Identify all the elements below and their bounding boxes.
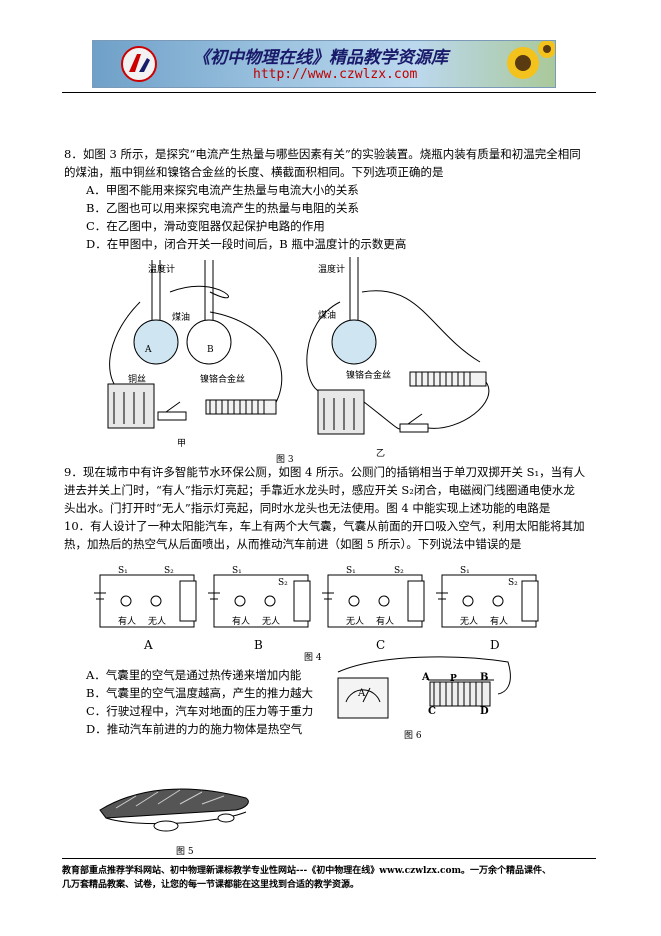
fig6-meter-label: A (358, 688, 366, 699)
q10-line2: 热，加热后的热空气从后面喷出，从而推动汽车前进（如图 5 所示）。下列说法中错误… (64, 537, 522, 551)
q8-option-d: D．在甲图中，闭合开关一段时间后，B 瓶中温度计的示数更高 (86, 237, 407, 251)
circuit-a-s2: S₂ (164, 566, 174, 576)
fig3-bottle-b: B (207, 345, 214, 355)
circuit-b-s1: S₁ (232, 566, 242, 576)
footer-line2: 几万套精品教案、试卷，让您的每一节课都能在这里找到合适的教学资源。 (62, 880, 360, 890)
circuit-c-s2: S₂ (394, 566, 404, 576)
circuit-a-lamp2: 无人 (148, 617, 167, 627)
figure-5-solar-car-icon (99, 788, 249, 832)
circuit-c-s1: S₁ (346, 566, 356, 576)
fig3-left-label: 甲 (177, 439, 187, 449)
figure-6-diagram (337, 656, 511, 719)
q9-line3: 头出水。门打开时“无人”指示灯亮起，同时水龙头也无法使用。图 4 中能实现上述功… (64, 501, 551, 515)
circuit-d-s1: S₁ (460, 566, 470, 576)
circuit-a-label: A (144, 638, 153, 652)
banner-url[interactable]: http://www.czwlzx.com (253, 67, 418, 82)
q8-option-a: A．甲图不能用来探究电流产生热量与电流大小的关系 (86, 183, 359, 197)
fig6-terminal-a: A (422, 672, 430, 683)
fig3-right-label: 乙 (376, 449, 386, 459)
q8-option-c: C．在乙图中，滑动变阻器仅起保护电路的作用 (86, 219, 325, 233)
fig3-copper-label: 铜丝 (128, 375, 147, 385)
fig3-bottle-a: A (145, 345, 152, 355)
q10-line1: 10．有人设计了一种太阳能汽车，车上有两个大气囊，气囊从前面的开口吸入空气，利用… (64, 519, 585, 533)
fig3-thermometer-label-right: 温度计 (318, 265, 346, 275)
footer-rule (62, 858, 596, 859)
fig3-nichrome-label-left: 镍铬合金丝 (200, 375, 246, 385)
circuit-c-label: C (376, 638, 386, 652)
fig5-caption: 图 5 (176, 847, 194, 857)
fig4-caption: 图 4 (304, 653, 322, 663)
fig6-slider: P (450, 674, 457, 684)
fig3-caption: 图 3 (276, 455, 294, 465)
footer-line1: 教育部重点推荐学科网站、初中物理新课标教学专业性网站---《初中物理在线》www… (62, 866, 552, 876)
circuit-b-label: B (254, 638, 263, 652)
q10-option-b: B．气囊里的空气温度越高，产生的推力越大 (86, 686, 313, 700)
sunflower-icon (507, 41, 555, 79)
circuit-d-s2: S₂ (508, 578, 518, 588)
circuit-d-lamp2: 有人 (490, 617, 509, 627)
circuit-c-lamp2: 有人 (376, 617, 395, 627)
circuit-b-lamp1: 有人 (232, 617, 251, 627)
fig6-terminal-c: C (428, 706, 436, 717)
q9-line2: 进去并关上门时，“有人”指示灯亮起；手靠近水龙头时，感应开关 S₂闭合，电磁阀门… (64, 483, 575, 497)
figure-3-diagram (107, 257, 490, 435)
fig6-caption: 图 6 (404, 731, 422, 741)
circuit-a-s1: S₁ (118, 566, 128, 576)
q10-option-c: C．行驶过程中，汽车对地面的压力等于重力 (86, 704, 314, 718)
fig3-kerosene-label-left: 煤油 (172, 313, 191, 323)
circuit-a-lamp1: 有人 (118, 617, 137, 627)
q9-line1: 9．现在城市中有许多智能节水环保公厕，如图 4 所示。公厕门的插销相当于单刀双掷… (64, 465, 586, 479)
fig3-nichrome-label-right: 镍铬合金丝 (346, 371, 392, 381)
circuit-c-lamp1: 无人 (346, 617, 365, 627)
circuit-b-s2: S₂ (278, 578, 288, 588)
fig6-terminal-b: B (480, 672, 489, 683)
q8-line2: 的煤油，瓶中铜丝和镍铬合金丝的长度、横截面积相同。下列选项正确的是 (64, 165, 444, 179)
circuit-b-lamp2: 无人 (262, 617, 281, 627)
site-logo-icon (121, 46, 157, 82)
circuit-d-label: D (490, 638, 500, 652)
q8-option-b: B．乙图也可以用来探究电流产生的热量与电阻的关系 (86, 201, 359, 215)
q10-option-d: D．推动汽车前进的力的施力物体是热空气 (86, 722, 303, 736)
fig3-thermometer-label-left: 温度计 (148, 265, 176, 275)
q10-option-a: A．气囊里的空气是通过热传递来增加内能 (86, 668, 302, 682)
fig6-terminal-d: D (480, 706, 489, 717)
figure-4-circuits (94, 574, 539, 628)
circuit-d-lamp1: 无人 (460, 617, 479, 627)
banner-title: 《初中物理在线》精品教学资源库 (193, 48, 448, 68)
header-banner: 《初中物理在线》精品教学资源库 http://www.czwlzx.com (92, 40, 556, 88)
header-rule (62, 92, 596, 93)
fig3-kerosene-label-right: 煤油 (318, 311, 337, 321)
q8-line1: 8．如图 3 所示，是探究“电流产生热量与哪些因素有关”的实验装置。烧瓶内装有质… (64, 147, 581, 161)
